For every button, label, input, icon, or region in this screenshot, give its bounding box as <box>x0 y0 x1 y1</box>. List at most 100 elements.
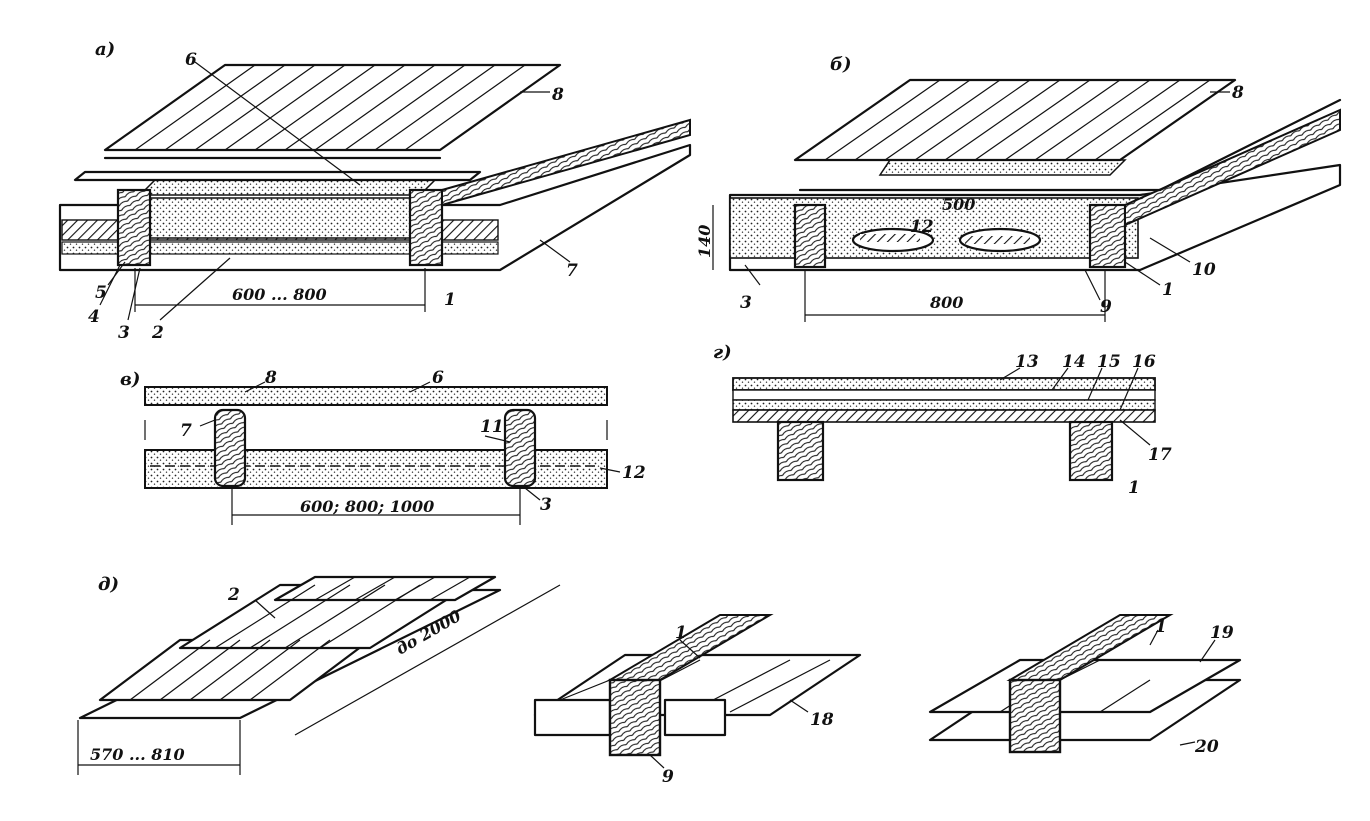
joist-g-right <box>1068 420 1114 482</box>
leader-b-9 <box>1084 269 1101 301</box>
label-e-9: 9 <box>662 767 674 787</box>
leader-e-18 <box>789 699 809 713</box>
label-a-5: 5 <box>95 283 107 303</box>
label-a-2: 2 <box>151 323 164 343</box>
label-e-18: 18 <box>810 710 834 730</box>
label-f-20: 20 <box>1194 737 1219 757</box>
insulation-fill <box>149 197 411 239</box>
label-b-8: 8 <box>1231 83 1244 103</box>
panel-a: а) 6 8 7 5 4 3 2 1 600 ... 800 <box>58 39 692 343</box>
leader-g-13 <box>999 367 1021 381</box>
dim-a-text: 600 ... 800 <box>232 285 327 304</box>
leader-v-12 <box>599 467 621 473</box>
label-g-15: 15 <box>1097 352 1121 372</box>
label-b-12: 12 <box>910 217 934 237</box>
label-e-1: 1 <box>675 623 687 643</box>
leader-f-20 <box>1179 741 1196 746</box>
floor-v <box>144 386 608 406</box>
label-v-3: 3 <box>540 495 552 515</box>
layer-15 <box>732 399 1156 411</box>
label-b-1: 1 <box>1162 280 1174 300</box>
leader-e-9 <box>649 754 665 769</box>
joist-right <box>408 188 444 267</box>
label-d-2: 2 <box>227 585 240 605</box>
leader-6 <box>194 61 361 186</box>
panel-b-label: б) <box>830 54 852 75</box>
subfloor-edge <box>798 98 1342 192</box>
label-v-8: 8 <box>264 368 277 388</box>
label-v-11: 11 <box>480 417 504 437</box>
detail-f: 1 19 20 <box>928 614 1242 757</box>
leader-3 <box>127 267 141 321</box>
leader-v-8 <box>244 381 266 393</box>
board-upper <box>928 658 1242 714</box>
panel-b: б) 8 12 500 10 1 9 3 800 140 <box>695 54 1342 322</box>
joist-v-left <box>213 408 247 488</box>
floor-boards-b <box>793 78 1237 162</box>
rolled-board <box>73 170 482 182</box>
label-g-1: 1 <box>1128 478 1140 498</box>
joist-f-section <box>1008 678 1062 754</box>
label-a-3: 3 <box>118 323 130 343</box>
dim-b-text: 800 <box>929 293 963 312</box>
joist-g-left <box>776 420 825 482</box>
joist-left <box>116 188 152 267</box>
leader-v-6 <box>409 381 431 393</box>
leader-b-1 <box>1124 261 1161 286</box>
hollow-slab <box>729 197 1139 259</box>
detail-e: 1 18 9 <box>533 614 862 787</box>
leader-b-10 <box>1149 237 1191 263</box>
label-a-1: 1 <box>444 290 456 310</box>
joist-right-length <box>441 118 691 207</box>
dim-b-inner: 500 <box>942 195 975 214</box>
label-v-7: 7 <box>180 421 192 441</box>
leader-4 <box>99 264 121 306</box>
panel-d-label: д) <box>98 574 119 595</box>
panel-v: в) 8 6 7 11 12 3 600; 800; 1000 <box>120 368 646 525</box>
dim-b-height-text: 140 <box>695 225 714 258</box>
leader-b-3 <box>744 264 761 286</box>
panel-g-label: г) <box>713 342 732 363</box>
insulation-b <box>878 159 1127 176</box>
leader-v-11 <box>484 435 511 443</box>
label-g-17: 17 <box>1148 445 1172 465</box>
leader-2 <box>159 257 231 321</box>
dim-d-length-line <box>294 584 561 736</box>
label-v-6: 6 <box>432 368 444 388</box>
plaster-layer <box>61 241 499 255</box>
panel-a-label: а) <box>95 39 115 60</box>
label-a-8: 8 <box>551 85 564 105</box>
label-b-10: 10 <box>1192 260 1216 280</box>
label-f-19: 19 <box>1210 623 1234 643</box>
leader-7 <box>539 239 571 263</box>
label-a-4: 4 <box>88 307 100 327</box>
label-v-12: 12 <box>622 463 646 483</box>
leader-g-17 <box>1119 419 1151 446</box>
panel-v-label: в) <box>120 369 140 390</box>
dim-v-text: 600; 800; 1000 <box>300 497 434 516</box>
label-g-16: 16 <box>1132 352 1156 372</box>
leader-g-16 <box>1119 367 1139 411</box>
joist-v-right <box>503 408 537 488</box>
tube-right <box>663 698 727 737</box>
board-lines <box>134 64 526 151</box>
layer-16 <box>732 409 1156 423</box>
joist-b-left <box>793 203 827 269</box>
leader-5 <box>107 261 126 286</box>
panel-g: г) 13 14 15 16 17 1 <box>713 342 1172 498</box>
label-b-9: 9 <box>1100 297 1112 317</box>
leader-v-7 <box>199 419 216 427</box>
dim-d-width-text: 570 ... 810 <box>90 745 185 764</box>
leader-e-1 <box>679 639 701 659</box>
label-g-13: 13 <box>1015 352 1039 372</box>
panel-d: д) 2 570 ... 810 до 2000 <box>77 574 561 775</box>
leader-g-15 <box>1087 367 1103 401</box>
leader-f-1 <box>1149 629 1159 646</box>
floor-boards <box>103 63 562 152</box>
leader-g-14 <box>1051 367 1069 391</box>
label-f-1: 1 <box>1155 617 1167 637</box>
joist-b-length <box>1124 108 1341 227</box>
leader-f-19 <box>1199 639 1216 663</box>
joist-e-section <box>608 678 662 757</box>
label-g-14: 14 <box>1062 352 1086 372</box>
